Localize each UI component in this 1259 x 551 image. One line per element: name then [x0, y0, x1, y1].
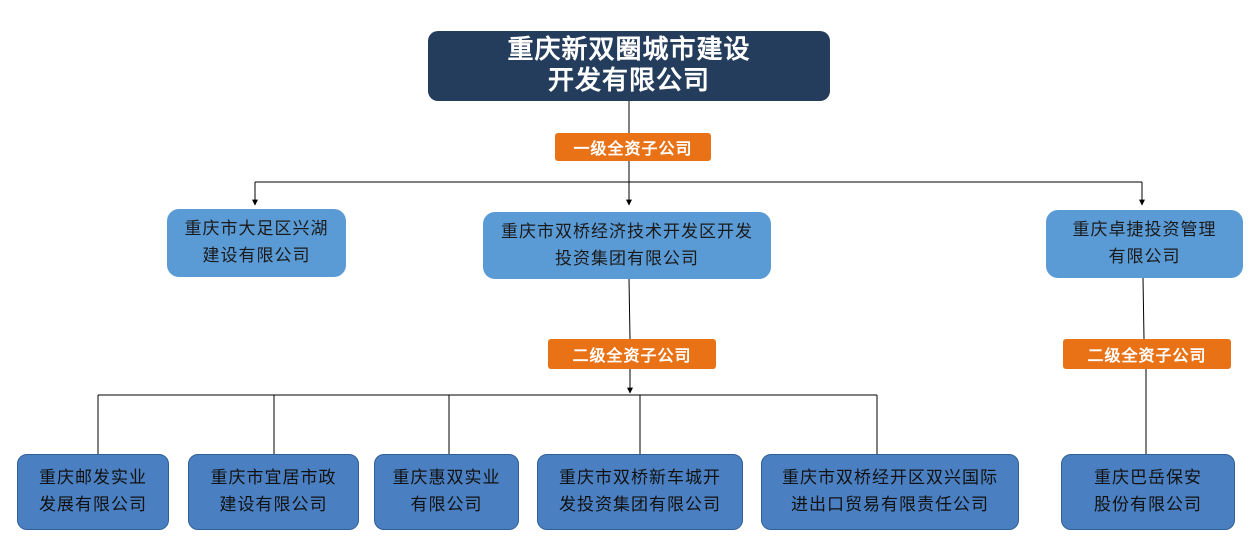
level1-box-line1: 重庆卓捷投资管理 — [1072, 220, 1217, 240]
level1-subsidiary-label: 一级全资子公司 — [555, 133, 711, 161]
level2-box-line1: 重庆巴岳保安 — [1094, 468, 1202, 488]
level2-box-line2: 股份有限公司 — [1094, 495, 1202, 515]
level2-box-shuangxing-trade: 重庆市双桥经开区双兴国际 进出口贸易有限责任公司 — [761, 454, 1019, 530]
level2-box-line2: 建设有限公司 — [219, 495, 328, 515]
root-company-name-line1: 重庆新双圈城市建设 — [507, 35, 751, 65]
level2-subsidiary-label-right: 二级全资子公司 — [1063, 339, 1231, 369]
level2-box-youfa: 重庆邮发实业 发展有限公司 — [17, 454, 169, 530]
level2-box-line2: 发展有限公司 — [39, 495, 147, 515]
level2-box-line1: 重庆市双桥经开区双兴国际 — [782, 468, 998, 488]
level2-subsidiary-label-center: 二级全资子公司 — [548, 339, 716, 369]
level1-box-zhuojie-investment: 重庆卓捷投资管理 有限公司 — [1046, 210, 1243, 278]
level1-box-shuangqiao-development: 重庆市双桥经济技术开发区开发 投资集团有限公司 — [483, 212, 771, 279]
level1-box-line1: 重庆市大足区兴湖 — [184, 219, 329, 239]
level2-box-xinchecheng: 重庆市双桥新车城开 发投资集团有限公司 — [537, 454, 743, 530]
level2-box-yiju: 重庆市宜居市政 建设有限公司 — [188, 454, 359, 530]
level2-box-line1: 重庆市宜居市政 — [210, 468, 337, 488]
level1-box-line1: 重庆市双桥经济技术开发区开发 — [501, 221, 753, 242]
level2-box-line2: 发投资集团有限公司 — [559, 495, 721, 515]
level2-box-line1: 重庆惠双实业 — [392, 468, 501, 488]
level1-box-line2: 有限公司 — [1108, 247, 1181, 267]
level2-box-line1: 重庆邮发实业 — [39, 468, 147, 488]
connector-zhuojie-stem — [1142, 277, 1145, 340]
level2-box-line2: 有限公司 — [410, 495, 483, 515]
level1-box-line2: 投资集团有限公司 — [555, 248, 699, 269]
level2-box-line2: 进出口贸易有限责任公司 — [791, 495, 989, 515]
level2-box-huishuang: 重庆惠双实业 有限公司 — [374, 454, 519, 530]
root-company-box: 重庆新双圈城市建设 开发有限公司 — [428, 31, 830, 101]
level2-box-bayue-security: 重庆巴岳保安 股份有限公司 — [1061, 454, 1235, 530]
level1-box-line2: 建设有限公司 — [202, 246, 311, 266]
level1-box-dazu-xinghu: 重庆市大足区兴湖 建设有限公司 — [167, 209, 346, 277]
level2-box-line1: 重庆市双桥新车城开 — [559, 468, 721, 488]
root-company-name-line2: 开发有限公司 — [547, 66, 710, 96]
connector-shuangqiao-stem — [628, 278, 631, 340]
